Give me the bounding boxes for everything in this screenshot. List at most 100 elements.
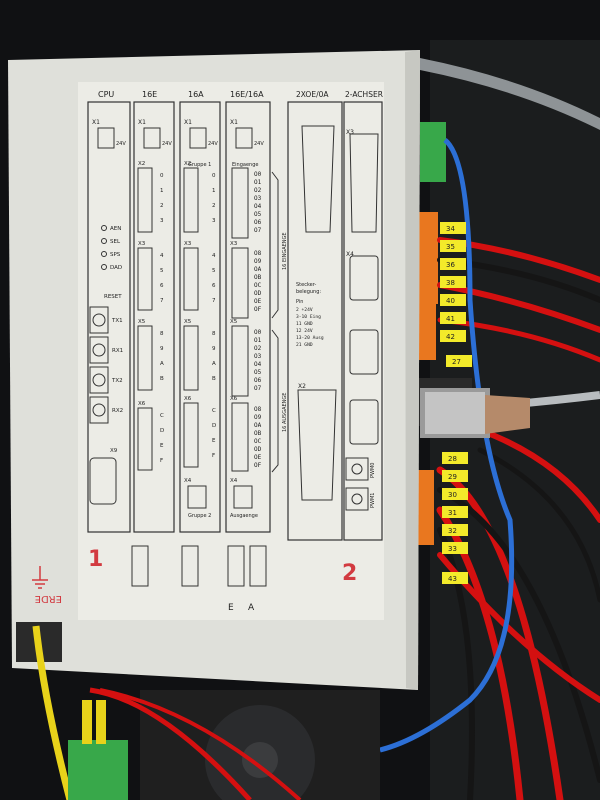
svg-text:OA: OA: [254, 422, 262, 429]
wire-tag-label: 42: [446, 333, 455, 341]
svg-text:8: 8: [212, 331, 216, 337]
io16-x5-label: X5: [230, 319, 238, 325]
svg-text:9: 9: [212, 346, 216, 352]
in16e-numbers: 0 1 2 3 4 5 6 7 8 9 A B C D E F: [160, 173, 164, 464]
svg-text:Pin: Pin: [296, 299, 303, 305]
svg-text:O3: O3: [254, 353, 262, 360]
out16a-x6-label: X6: [184, 396, 192, 402]
wire-tag: [442, 506, 468, 518]
cpu-rx1-label: RX1: [112, 348, 123, 354]
cpu-x1-label: X1: [92, 119, 100, 126]
wire-tag: [440, 240, 466, 252]
svg-text:O8: O8: [254, 406, 262, 413]
svg-text:3: 3: [212, 218, 216, 224]
cpu-tx2-label: TX2: [111, 378, 123, 384]
in16e-x2-label: X2: [138, 161, 145, 167]
svg-text:OC: OC: [254, 438, 262, 445]
svg-text:7: 7: [160, 298, 164, 304]
svg-text:O5: O5: [254, 211, 262, 218]
marker-1: 1: [88, 547, 103, 572]
header-2xoe: 2XOE/0A: [296, 90, 329, 99]
svg-text:OC: OC: [254, 282, 262, 289]
cpu-leds: [101, 225, 107, 270]
pin-assignment-table: Stecker- belegung: Pin 2 +24V 3-10 Eing …: [296, 282, 324, 348]
svg-text:11 GND: 11 GND: [296, 321, 313, 327]
out16a-numbers: 0 1 2 3 4 5 6 7 8 9 A B C D E F: [212, 173, 216, 459]
svg-text:A: A: [212, 361, 216, 367]
marker-2: 2: [342, 561, 357, 586]
svg-text:O7: O7: [254, 227, 262, 234]
svg-text:F: F: [160, 458, 163, 464]
side-label-ausgaenge: 16 AUSGAENGE: [282, 393, 288, 432]
svg-text:O4: O4: [254, 361, 262, 368]
wire-tag-label: 35: [446, 243, 455, 251]
module-outlines: [87, 101, 383, 541]
wire-tag-label: 36: [446, 261, 455, 269]
wire-tag-label: 34: [446, 225, 455, 233]
wire-tag-label: 40: [446, 297, 455, 305]
in16e-x5-label: X5: [138, 319, 146, 325]
gruppe2-label: Gruppe 2: [188, 513, 211, 519]
svg-text:C: C: [212, 408, 216, 414]
cpu-jacks: [89, 306, 117, 505]
wire-blue: [379, 138, 515, 753]
svg-text:OD: OD: [254, 446, 262, 453]
x1-terminals: [97, 127, 253, 149]
wire-tag-label: 27: [452, 358, 461, 366]
in16e-x1-label: X1: [138, 119, 146, 126]
wire-tag-label: 41: [446, 315, 455, 323]
svg-text:0: 0: [160, 173, 164, 179]
svg-text:21 GND: 21 GND: [296, 342, 313, 348]
2xoe-x2-label: X2: [298, 383, 306, 390]
side-label-eingaenge: 16 EINGAENGE: [282, 232, 288, 270]
svg-text:O9: O9: [254, 414, 262, 421]
out16a-x5-label: X5: [184, 319, 192, 325]
svg-text:8: 8: [160, 331, 164, 337]
axis-x3-label: X3: [346, 129, 354, 136]
svg-text:O1: O1: [254, 337, 262, 344]
svg-text:7: 7: [212, 298, 216, 304]
io16-x3-label: X3: [230, 241, 238, 247]
svg-text:O6: O6: [254, 219, 262, 226]
wire-tag: [440, 312, 466, 324]
out16a-x1-label: X1: [184, 119, 192, 126]
svg-text:O1: O1: [254, 179, 262, 186]
wire-tag-label: 32: [448, 527, 457, 535]
wire-tag: [440, 222, 466, 234]
svg-text:5: 5: [160, 268, 164, 274]
wire-tag: [442, 470, 468, 482]
yellow-ferrule-1: [82, 700, 92, 744]
wire-tag-label: 29: [448, 473, 457, 481]
svg-text:A: A: [160, 361, 164, 367]
mark-e: E: [228, 603, 234, 613]
io16-24v-label: 24V: [254, 141, 264, 147]
cpu-rx2-label: RX2: [112, 408, 123, 414]
controller-housing: [8, 50, 420, 690]
cpu-tx1-label: TX1: [111, 318, 123, 324]
svg-text:belegung:: belegung:: [296, 289, 321, 295]
svg-text:6: 6: [160, 283, 164, 289]
in16e-x6-label: X6: [138, 401, 146, 407]
print-area: [78, 82, 384, 620]
cpu-led-sel: SEL: [110, 239, 121, 245]
svg-text:OB: OB: [254, 274, 262, 281]
fan-unit: [140, 690, 380, 800]
svg-text:0: 0: [212, 173, 216, 179]
svg-text:B: B: [160, 376, 164, 382]
cpu-x9-label: X9: [110, 448, 118, 454]
erde-label: ERDE: [35, 593, 62, 604]
svg-text:1: 1: [212, 188, 216, 194]
svg-text:13-20 Ausg: 13-20 Ausg: [296, 335, 324, 341]
svg-text:OE: OE: [254, 298, 262, 305]
wire-tag: [440, 294, 466, 306]
wire-tag: [442, 488, 468, 500]
out16a-x3-label: X3: [184, 241, 192, 247]
wire-tag: [440, 276, 466, 288]
svg-text:O3: O3: [254, 195, 262, 202]
header-16e: 16E: [142, 90, 157, 99]
cable-connector-plug: [412, 378, 530, 438]
wire-tag-label: 38: [446, 279, 455, 287]
svg-text:C: C: [160, 413, 164, 419]
